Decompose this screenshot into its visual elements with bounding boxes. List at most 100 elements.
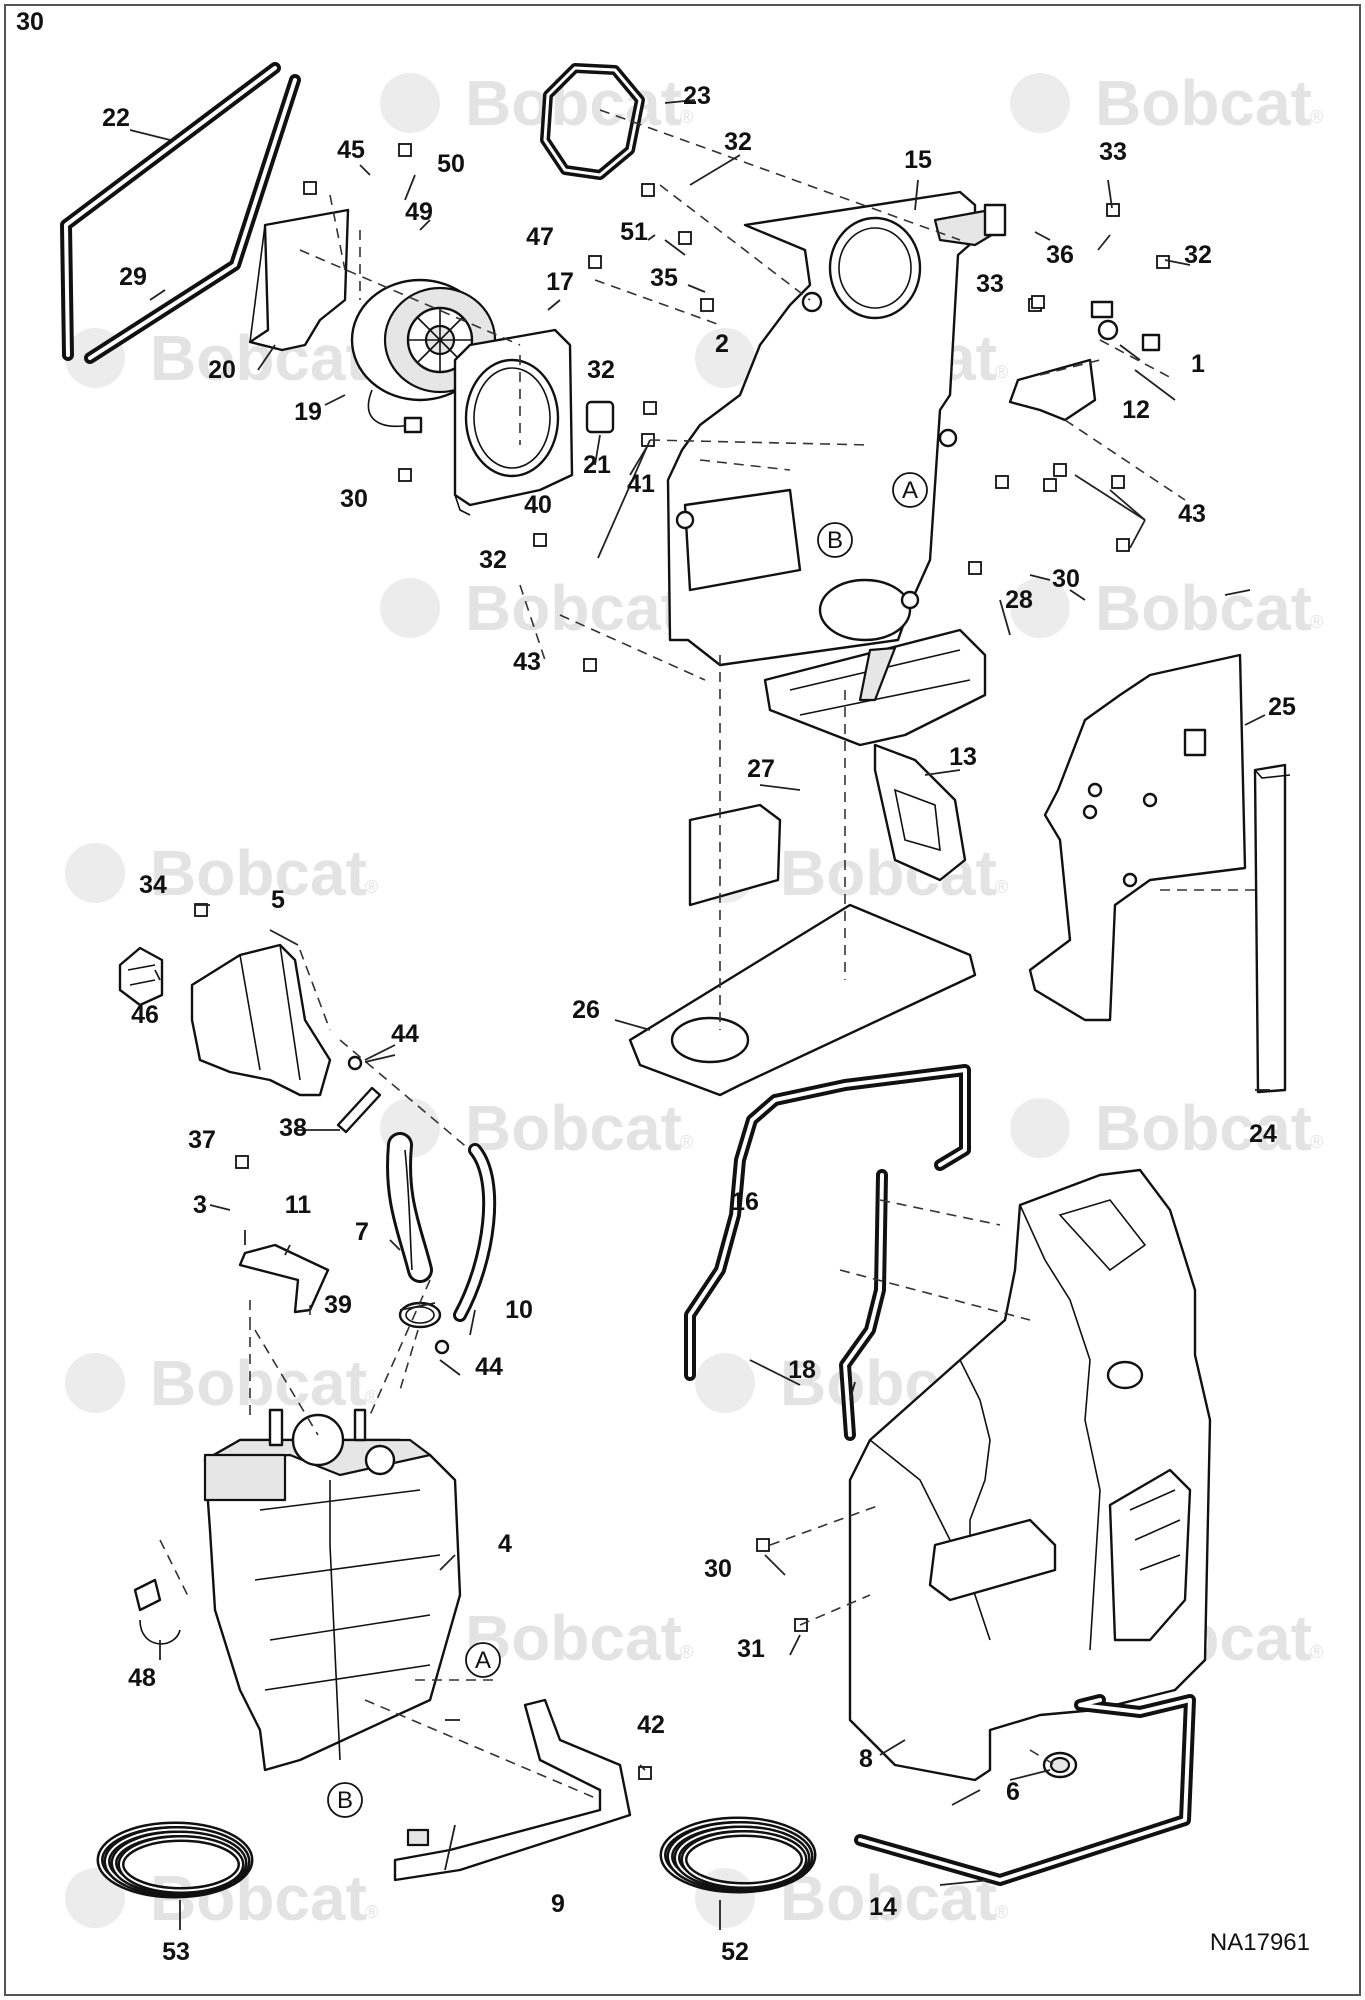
leader-line — [154, 969, 161, 981]
bolt-icon — [1111, 475, 1125, 489]
watermark-text: Bobcat — [150, 322, 367, 394]
reference-letter: A — [902, 477, 918, 504]
bolt-icon — [700, 298, 714, 312]
callout-38: 38 — [279, 1114, 307, 1142]
leader-line — [764, 1554, 786, 1576]
callout-25: 25 — [1268, 693, 1296, 721]
callout-18: 18 — [788, 1356, 816, 1384]
bolt-icon — [643, 401, 657, 415]
watermark-mark: ® — [680, 1642, 693, 1662]
bolt-icon — [1106, 203, 1120, 217]
watermark-mark: ® — [995, 1902, 1008, 1922]
leader-line — [439, 1359, 461, 1376]
callout-20: 20 — [208, 356, 236, 384]
callout-16: 16 — [731, 1188, 759, 1216]
callout-30: 30 — [1052, 565, 1080, 593]
watermark-mark: ® — [1310, 107, 1323, 127]
callout-42: 42 — [637, 1711, 665, 1739]
bolt-icon — [1053, 463, 1067, 477]
callout-8: 8 — [859, 1745, 873, 1773]
callout-33: 33 — [1099, 138, 1127, 166]
callout-14: 14 — [869, 1893, 897, 1921]
leader-line — [129, 129, 171, 141]
bolt-icon — [638, 1766, 652, 1780]
leader-line — [664, 99, 696, 104]
assembly-dash-line — [594, 279, 721, 326]
watermark-mark: ® — [365, 877, 378, 897]
reference-markers: A B A B — [327, 472, 928, 1818]
callout-5: 5 — [271, 886, 285, 914]
callout-47: 47 — [526, 223, 554, 251]
leader-line — [1134, 369, 1176, 401]
harness-coil-52 — [659, 1816, 817, 1894]
leader-lines — [129, 99, 1270, 1930]
assembly-dash-line — [699, 459, 791, 471]
bolt-icon — [1116, 538, 1130, 552]
callout-44: 44 — [391, 1020, 419, 1048]
callout-31: 31 — [737, 1635, 765, 1663]
reference-letter: B — [827, 527, 843, 554]
callout-32: 32 — [479, 546, 507, 574]
leader-line — [1109, 489, 1146, 521]
bolt-icon — [1031, 295, 1045, 309]
callout-29: 29 — [119, 263, 147, 291]
assembly-dash-line — [649, 439, 871, 446]
assembly-dash-line — [659, 184, 811, 301]
leader-line — [879, 1739, 906, 1756]
leader-line — [547, 299, 561, 311]
leader-line — [1164, 259, 1191, 266]
callout-19: 19 — [294, 398, 322, 426]
assembly-dash-line — [799, 1594, 871, 1626]
callout-30: 30 — [16, 8, 44, 36]
callout-22: 22 — [102, 104, 130, 132]
watermark-text: Bobcat — [465, 572, 682, 644]
callout-24: 24 — [1249, 1120, 1277, 1148]
callout-46: 46 — [131, 1001, 159, 1029]
leader-line — [749, 1359, 801, 1386]
bolt-icon — [1043, 478, 1057, 492]
assembly-dash-line — [369, 1279, 431, 1416]
leader-line — [324, 394, 346, 406]
callout-28: 28 — [1005, 586, 1033, 614]
watermark-text: Bobcat — [1095, 1092, 1312, 1164]
callout-11: 11 — [285, 1191, 312, 1219]
assembly-dash-line — [329, 194, 346, 271]
leader-line — [1129, 519, 1146, 549]
leader-line — [1069, 589, 1086, 601]
callout-36: 36 — [1046, 241, 1074, 269]
bobcat-watermark: Bobcat® — [380, 1092, 693, 1164]
watermark-mark: ® — [1310, 612, 1323, 632]
bolt-icon — [533, 533, 547, 547]
callout-32: 32 — [1184, 241, 1212, 269]
harness-coil-53 — [96, 1821, 254, 1899]
assembly-dash-line — [1039, 359, 1101, 376]
callout-12: 12 — [1122, 396, 1150, 424]
leader-line — [597, 439, 651, 559]
leader-line — [359, 164, 371, 176]
reference-letter: A — [475, 1647, 491, 1674]
callout-49: 49 — [405, 198, 433, 226]
leader-line — [364, 1044, 396, 1061]
leader-line — [687, 284, 706, 293]
bobcat-watermark: Bobcat® — [380, 67, 693, 139]
leader-line — [1119, 344, 1141, 361]
callout-6: 6 — [1006, 1778, 1020, 1806]
leader-line — [1074, 474, 1146, 521]
watermark-text: Bobcat — [780, 837, 997, 909]
reference-letter: B — [337, 1787, 353, 1814]
callout-43: 43 — [1178, 500, 1206, 528]
assembly-dash-line — [769, 1504, 881, 1546]
bolt-icon — [1156, 255, 1170, 269]
figure-id: NA17961 — [1210, 1929, 1310, 1956]
leader-line — [257, 344, 276, 371]
callout-26: 26 — [572, 996, 600, 1024]
leader-line — [914, 179, 919, 211]
watermark-mark: ® — [680, 1132, 693, 1152]
callout-34: 34 — [139, 871, 167, 899]
bolt-icon — [995, 475, 1009, 489]
leader-line — [939, 1879, 991, 1886]
bolt-icon — [194, 903, 208, 917]
callout-9: 9 — [551, 1890, 565, 1918]
reference-marker: B — [817, 522, 853, 558]
leader-line — [639, 1764, 646, 1771]
